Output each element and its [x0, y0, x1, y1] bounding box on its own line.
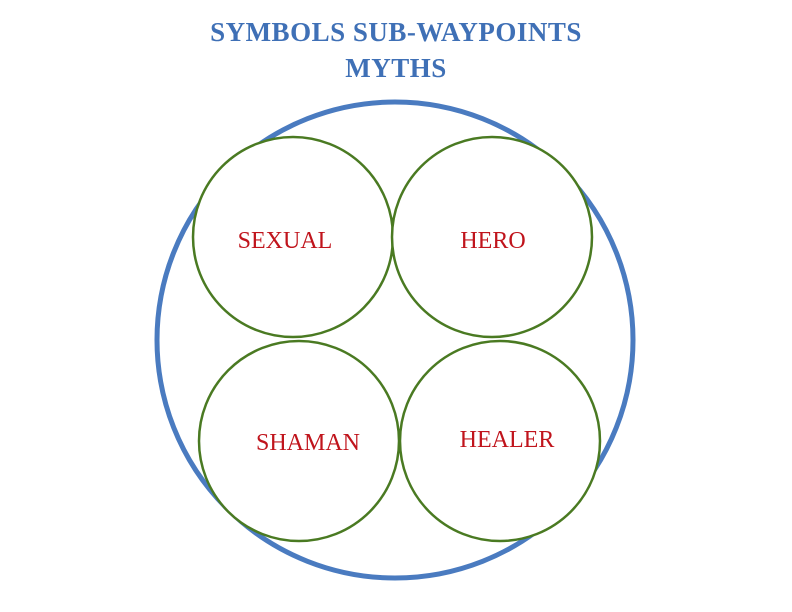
label-healer: HEALER	[460, 427, 555, 453]
label-shaman: SHAMAN	[256, 430, 360, 456]
label-sexual: SEXUAL	[238, 228, 333, 254]
inner-circle-healer	[398, 339, 602, 543]
title-line-1: SYMBOLS SUB-WAYPOINTS	[210, 17, 582, 47]
label-hero: HERO	[460, 228, 525, 254]
title-line-2: MYTHS	[345, 53, 447, 83]
inner-circle-hero	[390, 135, 594, 339]
outer-circle	[154, 99, 636, 581]
